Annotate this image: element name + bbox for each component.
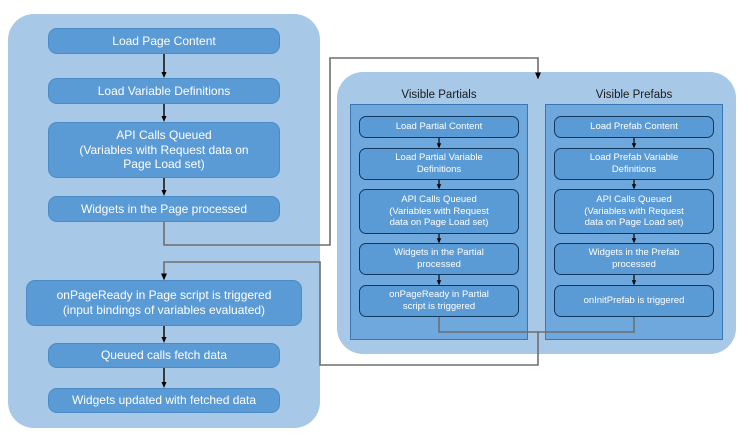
node-load-variable-definitions[interactable]: Load Variable Definitions <box>48 78 280 104</box>
node-widgets-page-processed[interactable]: Widgets in the Page processed <box>48 196 280 222</box>
node-onpageready-page-script[interactable]: onPageReady in Page script is triggered … <box>26 280 302 326</box>
node-widgets-updated-with-fetched-data[interactable]: Widgets updated with fetched data <box>48 388 280 413</box>
node-prefab-api-calls-queued[interactable]: API Calls Queued (Variables with Request… <box>554 189 714 234</box>
node-widgets-partial-processed[interactable]: Widgets in the Partial processed <box>359 243 519 275</box>
node-widgets-prefab-processed[interactable]: Widgets in the Prefab processed <box>554 243 714 275</box>
node-onpageready-partial-script[interactable]: onPageReady in Partial script is trigger… <box>359 285 519 317</box>
node-load-partial-variable-definitions[interactable]: Load Partial Variable Definitions <box>359 148 519 180</box>
node-load-partial-content[interactable]: Load Partial Content <box>359 116 519 138</box>
node-api-calls-queued[interactable]: API Calls Queued (Variables with Request… <box>48 122 280 178</box>
node-oninitprefab-triggered[interactable]: onInitPrefab is triggered <box>554 285 714 317</box>
node-load-page-content[interactable]: Load Page Content <box>48 28 280 54</box>
visible-prefabs-title: Visible Prefabs <box>595 89 673 101</box>
node-queued-calls-fetch-data[interactable]: Queued calls fetch data <box>48 343 280 368</box>
node-load-prefab-variable-definitions[interactable]: Load Prefab Variable Definitions <box>554 148 714 180</box>
node-load-prefab-content[interactable]: Load Prefab Content <box>554 116 714 138</box>
visible-partials-title: Visible Partials <box>401 89 477 101</box>
node-partial-api-calls-queued[interactable]: API Calls Queued (Variables with Request… <box>359 189 519 234</box>
